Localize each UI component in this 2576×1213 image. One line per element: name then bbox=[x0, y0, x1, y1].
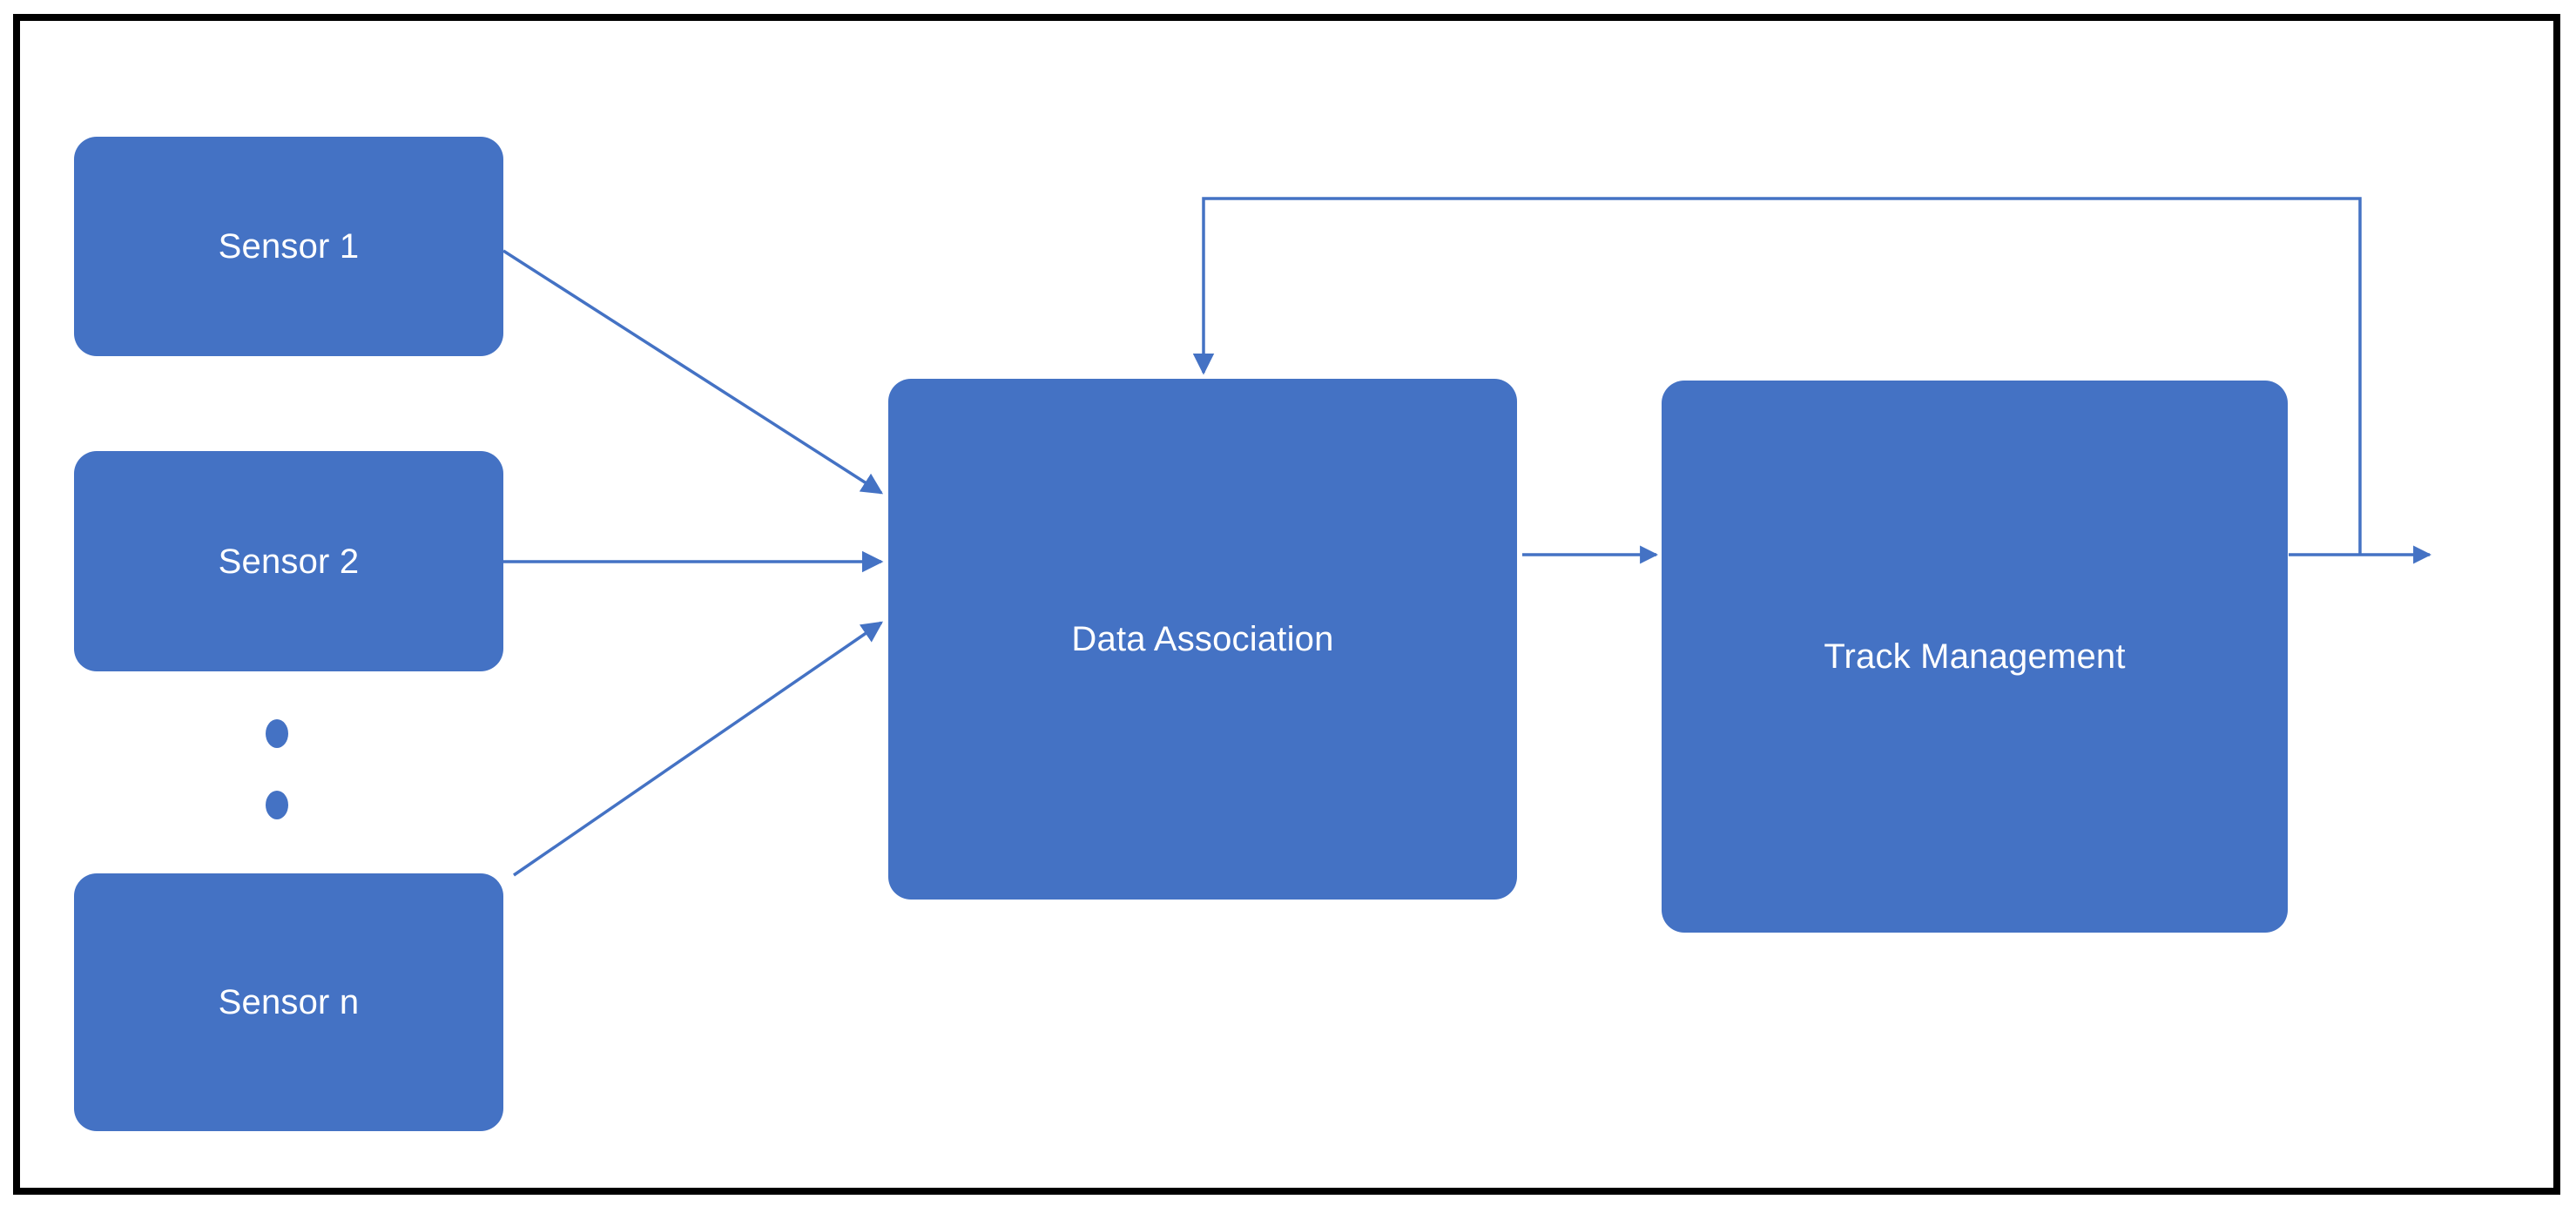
block-sensor-n[interactable]: Sensor n bbox=[74, 873, 503, 1131]
block-track-management[interactable]: Track Management bbox=[1662, 381, 2288, 933]
block-sensor-2[interactable]: Sensor 2 bbox=[74, 451, 503, 671]
block-sensor-1-label: Sensor 1 bbox=[218, 227, 360, 266]
block-data-association-label: Data Association bbox=[1071, 620, 1334, 658]
ellipsis-dot-icon bbox=[266, 791, 288, 819]
block-sensor-1[interactable]: Sensor 1 bbox=[74, 137, 503, 356]
block-sensor-n-label: Sensor n bbox=[218, 983, 360, 1021]
diagram-outer-frame bbox=[13, 14, 2560, 1195]
ellipsis-dot-icon bbox=[266, 719, 288, 748]
block-data-association[interactable]: Data Association bbox=[888, 379, 1517, 900]
block-track-management-label: Track Management bbox=[1824, 637, 2126, 676]
block-sensor-2-label: Sensor 2 bbox=[218, 542, 360, 581]
